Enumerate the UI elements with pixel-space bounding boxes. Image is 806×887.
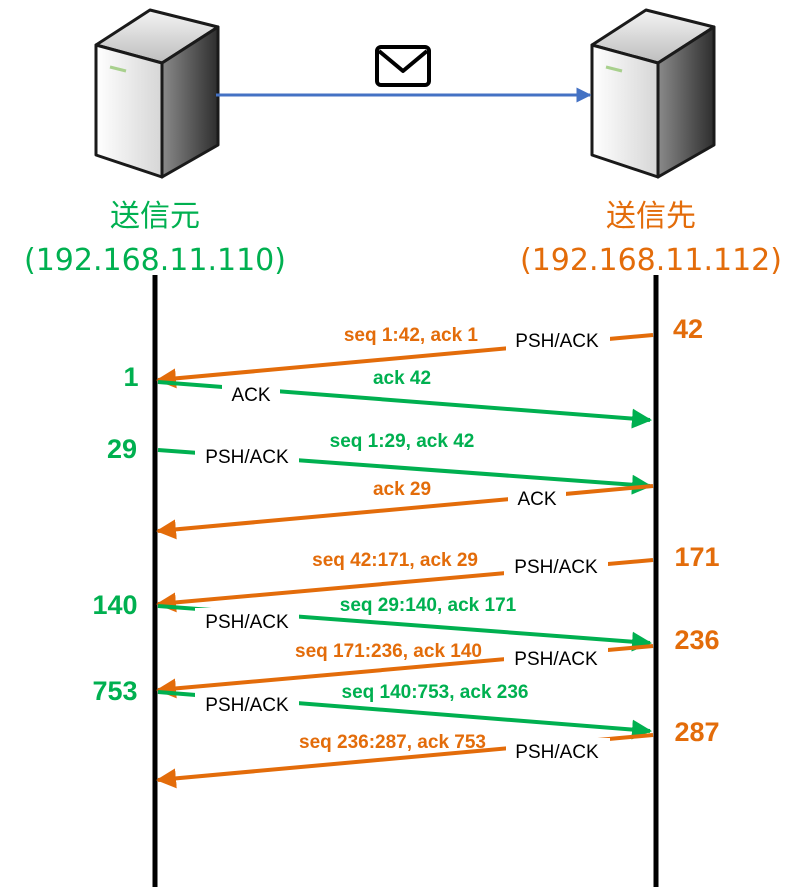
receiver-title: 送信先 <box>606 199 696 234</box>
sender-number: 140 <box>92 590 137 620</box>
seq-label: seq 1:42, ack 1 <box>344 325 479 346</box>
seq-label: seq 236:287, ack 753 <box>299 732 486 753</box>
seq-label: seq 1:29, ack 42 <box>330 431 475 452</box>
flag-label: PSH/ACK <box>515 331 599 352</box>
flag-label: PSH/ACK <box>514 649 598 670</box>
flag-label: PSH/ACK <box>514 557 598 578</box>
envelope-icon <box>375 45 431 87</box>
flag-label: ACK <box>231 385 270 406</box>
seq-label: seq 42:171, ack 29 <box>312 550 478 571</box>
sender-number: 753 <box>92 676 137 706</box>
receiver-number: 42 <box>673 314 703 344</box>
receiver-number: 236 <box>674 625 719 655</box>
receiver-ip: (192.168.11.112) <box>520 243 782 278</box>
flag-label: PSH/ACK <box>515 742 599 763</box>
receiver-number: 171 <box>674 542 719 572</box>
flag-label-group: PSH/ACK ACK PSH/ACK ACK PSH/ACK PSH/ACK … <box>195 326 610 764</box>
receiver-server-icon <box>590 8 716 179</box>
flag-label: ACK <box>517 489 556 510</box>
flag-label: PSH/ACK <box>205 695 289 716</box>
receiver-number: 287 <box>674 717 719 747</box>
sender-number: 1 <box>123 362 138 392</box>
seq-label: ack 29 <box>373 479 431 500</box>
sender-number: 29 <box>107 434 137 464</box>
flag-label: PSH/ACK <box>205 447 289 468</box>
seq-label: ack 42 <box>373 368 431 389</box>
msg-arrow <box>156 484 654 540</box>
sender-ip: (192.168.11.110) <box>24 243 286 278</box>
sender-title: 送信元 <box>110 199 200 234</box>
sender-server-icon <box>94 8 220 179</box>
flag-label: PSH/ACK <box>205 612 289 633</box>
seq-label: seq 171:236, ack 140 <box>295 641 482 662</box>
seq-label: seq 29:140, ack 171 <box>340 595 517 616</box>
seq-label: seq 140:753, ack 236 <box>342 682 529 703</box>
